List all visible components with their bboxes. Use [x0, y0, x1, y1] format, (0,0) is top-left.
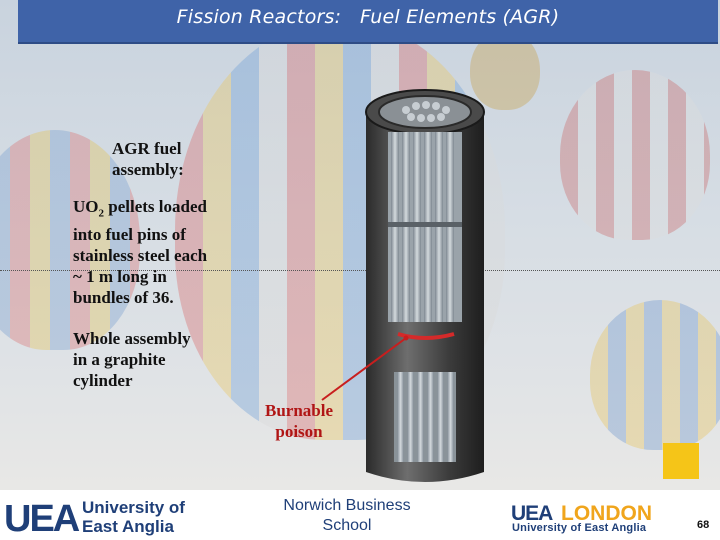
para2-line-2: in a graphite — [73, 350, 166, 369]
fuel-pins-paragraph: UO2 pellets loaded into fuel pins of sta… — [73, 196, 248, 308]
school-line-2: School — [322, 517, 372, 534]
para1-line-5: bundles of 36. — [73, 288, 174, 308]
cutaway-window-lower — [394, 372, 456, 462]
guide-line-upper — [0, 270, 720, 271]
slide-title: Fission Reactors: Fuel Elements (AGR) — [176, 6, 560, 28]
uea-name-line-2: East Anglia — [82, 517, 174, 536]
london-logo-uea: UEA — [511, 502, 553, 523]
footer-bar — [0, 490, 720, 540]
burnable-poison-ring — [397, 332, 455, 340]
school-name: Norwich Business School — [252, 496, 442, 536]
para1-line-3: stainless steel each — [73, 246, 208, 266]
caption-line-2: assembly: — [112, 160, 184, 179]
para2-line-3: cylinder — [73, 371, 133, 390]
graphite-paragraph: Whole assembly in a graphite cylinder — [73, 328, 248, 391]
burnable-poison-label: Burnable poison — [244, 400, 354, 442]
uea-name: University of East Anglia — [82, 498, 185, 536]
title-bar: Fission Reactors: Fuel Elements (AGR) — [18, 0, 718, 44]
uo2-subscript: 2 — [98, 207, 105, 220]
background-balloon-right — [560, 70, 710, 240]
para1-line-4: ~ 1 m long in — [73, 267, 167, 287]
caption-line-1: AGR fuel — [112, 139, 182, 158]
uea-london-logo: UEA LONDON — [511, 502, 652, 523]
uea-name-line-1: University of — [82, 498, 185, 517]
london-logo-word: LONDON — [561, 502, 652, 523]
cutaway-window-upper — [388, 132, 462, 322]
poison-label-line-1: Burnable — [264, 401, 334, 420]
london-subtitle: University of East Anglia — [512, 522, 647, 534]
school-line-1: Norwich Business — [283, 497, 411, 514]
para1-line-1: UO2 pellets loaded — [73, 196, 248, 224]
uea-logo: UEA — [4, 498, 80, 536]
fuel-assembly-illustration — [365, 89, 485, 482]
para1-line-1-rest: pellets loaded — [104, 197, 207, 216]
uo2-prefix: UO — [73, 197, 99, 216]
pin-ends — [402, 101, 450, 122]
page-number: 68 — [697, 519, 710, 531]
background-balloon-right-low — [590, 300, 720, 450]
poison-label-line-2: poison — [275, 422, 323, 441]
background-balloon-left — [0, 130, 140, 350]
accent-square — [663, 443, 699, 479]
uea-logo-text: UEA — [4, 498, 80, 536]
para1-line-2: into fuel pins of — [73, 225, 186, 245]
assembly-caption: AGR fuel assembly: — [112, 138, 242, 180]
para2-line-1: Whole assembly — [73, 329, 191, 348]
